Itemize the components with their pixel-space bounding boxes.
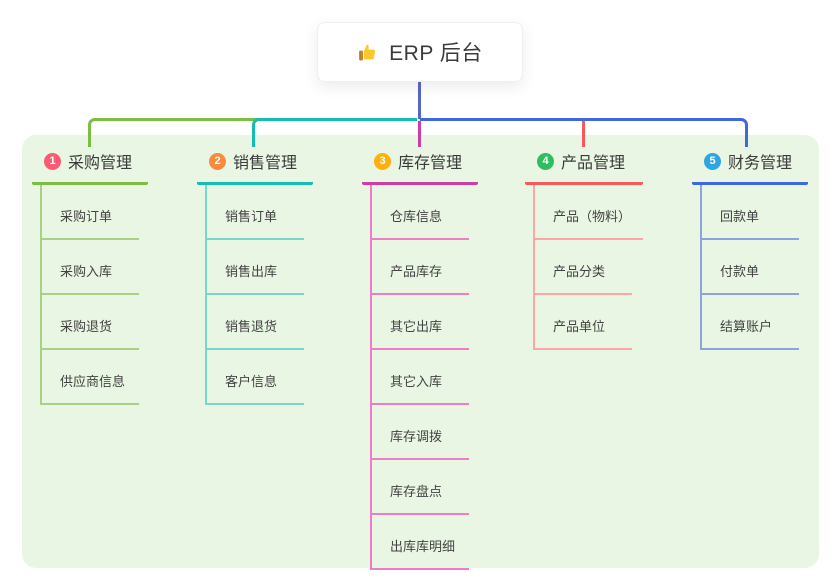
leaf-node[interactable]: 回款单 bbox=[702, 185, 808, 240]
connector-root bbox=[418, 82, 421, 119]
branch-inventory-title-label: 库存管理 bbox=[398, 155, 463, 172]
branch-finance-title[interactable]: 5 财务管理 bbox=[692, 147, 808, 185]
leaf-node[interactable]: 采购订单 bbox=[42, 185, 148, 240]
leaf-node-label: 库存调拨 bbox=[372, 426, 469, 460]
leaf-node-label: 客户信息 bbox=[207, 371, 304, 405]
branch-sales-number-badge: 2 bbox=[209, 152, 226, 170]
branch-product-title-label: 产品管理 bbox=[561, 155, 626, 172]
leaf-node-label: 出库库明细 bbox=[372, 536, 469, 570]
connector-product-drop bbox=[582, 121, 585, 147]
leaf-node-label: 回款单 bbox=[702, 206, 799, 240]
branch-purchase-number-badge: 1 bbox=[44, 152, 61, 170]
connector-finance-elbow bbox=[420, 118, 748, 147]
connector-sales-elbow bbox=[252, 118, 417, 147]
root-node-label: ERP 后台 bbox=[389, 42, 483, 65]
branch-finance: 5 财务管理回款单付款单结算账户 bbox=[692, 147, 808, 350]
leaf-node[interactable]: 其它出库 bbox=[372, 295, 478, 350]
branch-inventory-number-badge: 3 bbox=[374, 152, 391, 170]
leaf-node-label: 仓库信息 bbox=[372, 206, 469, 240]
leaf-node-label: 其它出库 bbox=[372, 316, 469, 350]
leaf-node-label: 产品分类 bbox=[535, 261, 632, 295]
connector-inventory-drop bbox=[418, 121, 421, 147]
branch-inventory: 3 库存管理仓库信息产品库存其它出库其它入库库存调拨库存盘点出库库明细 bbox=[362, 147, 478, 570]
leaf-node[interactable]: 库存调拨 bbox=[372, 405, 478, 460]
leaf-node[interactable]: 产品（物料） bbox=[535, 185, 644, 240]
leaf-node-label: 销售退货 bbox=[207, 316, 304, 350]
leaf-node-label: 销售订单 bbox=[207, 206, 304, 240]
leaf-node-label: 销售出库 bbox=[207, 261, 304, 295]
branch-sales: 2 销售管理销售订单销售出库销售退货客户信息 bbox=[197, 147, 313, 405]
branch-finance-children: 回款单付款单结算账户 bbox=[700, 185, 808, 350]
connector-purchase-elbow bbox=[88, 118, 417, 147]
branch-sales-title[interactable]: 2 销售管理 bbox=[197, 147, 313, 185]
leaf-node[interactable]: 库存盘点 bbox=[372, 460, 478, 515]
branch-purchase-title-label: 采购管理 bbox=[68, 155, 133, 172]
leaf-node[interactable]: 销售订单 bbox=[207, 185, 313, 240]
leaf-node[interactable]: 客户信息 bbox=[207, 350, 313, 405]
leaf-node[interactable]: 采购退货 bbox=[42, 295, 148, 350]
leaf-node[interactable]: 付款单 bbox=[702, 240, 808, 295]
leaf-node-label: 采购订单 bbox=[42, 206, 139, 240]
branch-sales-title-label: 销售管理 bbox=[233, 155, 298, 172]
leaf-node-label: 采购入库 bbox=[42, 261, 139, 295]
leaf-node[interactable]: 采购入库 bbox=[42, 240, 148, 295]
leaf-node-label: 产品单位 bbox=[535, 316, 632, 350]
branch-product-title[interactable]: 4 产品管理 bbox=[525, 147, 643, 185]
leaf-node-label: 供应商信息 bbox=[42, 371, 139, 405]
branch-product-number-badge: 4 bbox=[537, 152, 554, 170]
leaf-node[interactable]: 销售出库 bbox=[207, 240, 313, 295]
leaf-node-label: 产品库存 bbox=[372, 261, 469, 295]
branch-finance-number-badge: 5 bbox=[704, 152, 721, 170]
leaf-node[interactable]: 销售退货 bbox=[207, 295, 313, 350]
branch-inventory-children: 仓库信息产品库存其它出库其它入库库存调拨库存盘点出库库明细 bbox=[370, 185, 478, 570]
thumbs-up-icon bbox=[359, 44, 376, 60]
branch-product: 4 产品管理产品（物料） 产品分类产品单位 bbox=[525, 147, 644, 350]
branch-finance-title-label: 财务管理 bbox=[728, 155, 793, 172]
mindmap-background-panel bbox=[22, 135, 819, 568]
branch-product-children: 产品（物料） 产品分类产品单位 bbox=[533, 185, 644, 350]
leaf-node[interactable]: 出库库明细 bbox=[372, 515, 478, 570]
leaf-node[interactable]: 供应商信息 bbox=[42, 350, 148, 405]
leaf-node[interactable]: 产品分类 bbox=[535, 240, 643, 295]
leaf-node-label: 产品（物料） bbox=[535, 206, 644, 240]
leaf-node-label: 付款单 bbox=[702, 261, 799, 295]
branch-inventory-title[interactable]: 3 库存管理 bbox=[362, 147, 478, 185]
leaf-node[interactable]: 仓库信息 bbox=[372, 185, 478, 240]
leaf-node-label: 库存盘点 bbox=[372, 481, 469, 515]
branch-purchase-title[interactable]: 1 采购管理 bbox=[32, 147, 148, 185]
leaf-node-label: 其它入库 bbox=[372, 371, 469, 405]
branch-purchase-children: 采购订单采购入库采购退货供应商信息 bbox=[40, 185, 148, 405]
branch-purchase: 1 采购管理采购订单采购入库采购退货供应商信息 bbox=[32, 147, 148, 405]
branch-sales-children: 销售订单销售出库销售退货客户信息 bbox=[205, 185, 313, 405]
leaf-node[interactable]: 结算账户 bbox=[702, 295, 808, 350]
root-node[interactable]: ERP 后台 bbox=[317, 22, 523, 82]
leaf-node-label: 采购退货 bbox=[42, 316, 139, 350]
leaf-node[interactable]: 产品单位 bbox=[535, 295, 643, 350]
leaf-node-label: 结算账户 bbox=[702, 316, 799, 350]
leaf-node[interactable]: 其它入库 bbox=[372, 350, 478, 405]
leaf-node[interactable]: 产品库存 bbox=[372, 240, 478, 295]
